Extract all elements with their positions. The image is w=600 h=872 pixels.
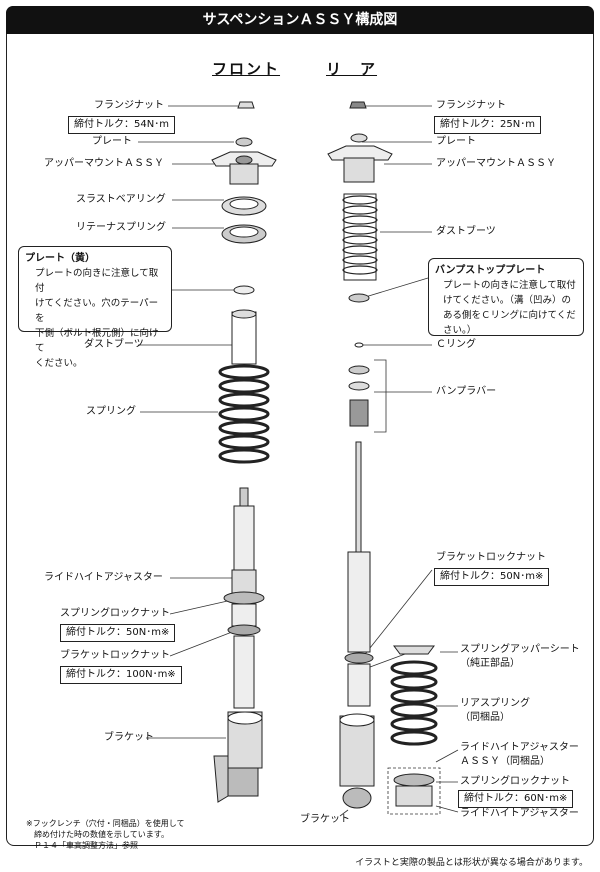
rear-bump-plate-note-title: バンプストッププレート [435, 265, 546, 276]
footnote-line: ※フックレンチ（穴付・同梱品）を使用して [26, 819, 185, 828]
rear-dust-boot-label: ダストブーツ [436, 226, 496, 237]
rear-bracket-lock-torque: 締付トルク：50N･m※ [434, 568, 550, 586]
rear-spring-sub: （同梱品） [460, 712, 510, 723]
rear-ride-height-assy-sub: ＡＳＳＹ（同梱品） [460, 756, 550, 767]
footnote-line: 締め付けた時の数値を示しています。 [26, 830, 169, 839]
rear-bracket-lock-nut-label: ブラケットロックナット [436, 552, 546, 563]
rear-c-ring-label: Ｃリング [436, 339, 476, 350]
front-header: フロント [212, 60, 281, 78]
disclaimer: イラストと実際の製品とは形状が異なる場合があります。 [355, 858, 588, 868]
front-upper-mount-label: アッパーマウントＡＳＳＹ [44, 158, 164, 169]
front-spring-lock-nut-label: スプリングロックナット [60, 608, 170, 619]
rear-bump-plate-note-line: プレートの向きに注意して取付 [443, 280, 576, 291]
rear-spring-lock-torque: 締付トルク：60N･m※ [458, 790, 574, 808]
rear-upper-mount-label: アッパーマウントＡＳＳＹ [436, 158, 556, 169]
rear-bump-plate-note-line: さい。） [443, 325, 477, 336]
rear-spring-lock-nut-label: スプリングロックナット [460, 776, 570, 787]
footnote-line: Ｐ１４「車高調整方法」参照 [26, 841, 138, 850]
front-thrust-bearing-label: スラストベアリング [76, 194, 166, 205]
front-plate-note-line: ください。 [35, 358, 83, 369]
front-plate-label: プレート [92, 136, 132, 147]
front-plate-note-line: けてください。穴のテーパーを [35, 298, 159, 324]
front-spring-label: スプリング [86, 406, 136, 417]
front-flange-nut-label: フランジナット [94, 100, 164, 111]
page-title: サスペンションＡＳＳＹ構成図 [6, 6, 594, 34]
front-flange-torque: 締付トルク：54N･m [68, 116, 175, 134]
rear-bracket-label: ブラケット [300, 814, 350, 825]
rear-bump-plate-note-line: けてください。（溝（凹み）の [443, 295, 571, 306]
front-plate-note-line: 下側（ボルト根元側）に向けて [35, 328, 159, 354]
rear-bump-rubber-label: バンプラバー [436, 386, 497, 397]
front-retainer-spring-label: リテーナスプリング [76, 222, 166, 233]
rear-ride-height-assy-label: ライドハイトアジャスター [460, 742, 579, 753]
front-plate-note-title: プレート（黄） [25, 253, 95, 264]
rear-plate-label: プレート [436, 136, 476, 147]
rear-ride-height-adjuster-label: ライドハイトアジャスター [460, 808, 579, 819]
front-ride-height-adjuster-label: ライドハイトアジャスター [44, 572, 163, 583]
footnote: ※フックレンチ（穴付・同梱品）を使用して 締め付けた時の数値を示しています。 Ｐ… [26, 818, 184, 851]
front-bracket-label: ブラケット [104, 732, 154, 743]
front-spring-lock-torque: 締付トルク：50N･m※ [60, 624, 176, 642]
front-plate-note-line: プレートの向きに注意して取付 [35, 268, 159, 294]
front-dust-boot-label: ダストブーツ [84, 339, 144, 350]
rear-header: リ ア [326, 60, 378, 78]
rear-spring-upper-seat-label: スプリングアッパーシート [460, 644, 580, 655]
rear-bump-plate-note-line: ある側をＣリングに向けてくだ [443, 310, 576, 321]
front-bracket-lock-nut-label: ブラケットロックナット [60, 650, 170, 661]
front-plate-note: プレート（黄） プレートの向きに注意して取付 けてください。穴のテーパーを 下側… [18, 246, 172, 369]
front-bracket-lock-torque: 締付トルク：100N･m※ [60, 666, 182, 684]
rear-flange-nut-label: フランジナット [436, 100, 506, 111]
rear-bump-plate-note: バンプストッププレート プレートの向きに注意して取付 けてください。（溝（凹み）… [428, 258, 584, 336]
rear-spring-upper-seat-sub: （純正部品） [460, 658, 520, 669]
rear-flange-torque: 締付トルク：25N･m [434, 116, 541, 134]
rear-spring-label: リアスプリング [460, 698, 530, 709]
